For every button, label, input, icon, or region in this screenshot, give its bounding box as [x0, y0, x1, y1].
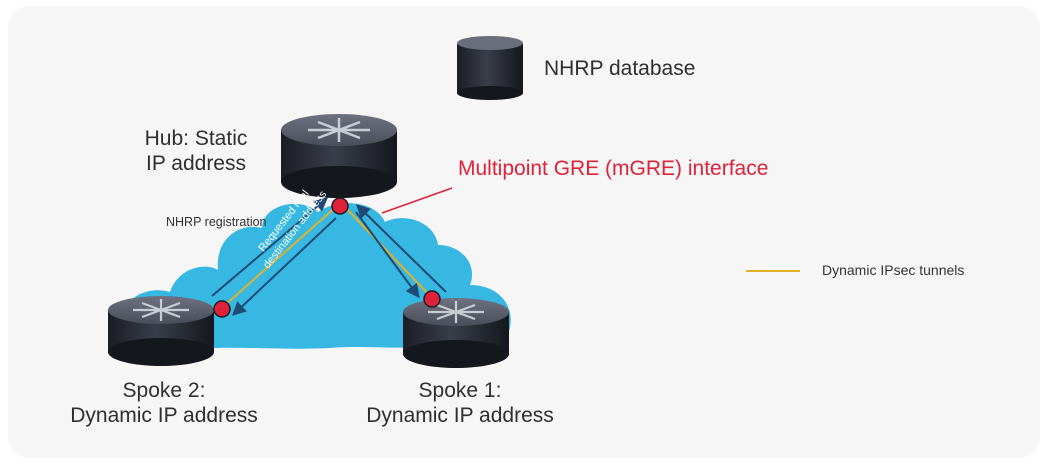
ipsec-tunnel-spoke2 — [223, 204, 339, 307]
hub-interface-dot — [331, 197, 349, 215]
database-icon — [457, 36, 523, 100]
diagram-canvas — [8, 6, 1040, 458]
legend-tunnel-label: Dynamic IPsec tunnels — [822, 262, 965, 278]
arrow-spoke1-to-hub — [355, 204, 447, 293]
spoke2-label-line1: Spoke 2: — [122, 379, 206, 402]
spoke2-label: Spoke 2: Dynamic IP address — [48, 378, 280, 428]
nhrp-registration-label: NHRP registration — [166, 215, 267, 229]
hub-label-line1: Hub: Static — [144, 127, 248, 150]
arrow-requested-address — [231, 217, 337, 316]
spoke1-label-line1: Spoke 1: — [418, 379, 502, 402]
spoke1-label: Spoke 1: Dynamic IP address — [344, 378, 576, 428]
spoke2-router-icon — [108, 296, 214, 366]
ipsec-tunnel-spoke1 — [342, 204, 433, 299]
mgre-interface-label: Multipoint GRE (mGRE) interface — [458, 157, 769, 180]
spoke1-router-icon — [403, 298, 509, 368]
spoke1-interface-dot — [423, 290, 441, 308]
spoke2-label-line2: Dynamic IP address — [70, 404, 258, 428]
spoke2-interface-dot — [213, 300, 231, 318]
hub-label: Hub: Static IP address — [126, 126, 266, 176]
hub-router-icon — [281, 114, 397, 198]
nhrp-database-label: NHRP database — [544, 57, 696, 80]
hub-label-line2: IP address — [145, 152, 246, 176]
spoke1-label-line2: Dynamic IP address — [366, 404, 554, 428]
arrow-nhrp-registration — [211, 197, 329, 297]
arrow-hub-to-spoke1 — [355, 211, 420, 299]
mgre-pointer-line — [381, 187, 453, 214]
